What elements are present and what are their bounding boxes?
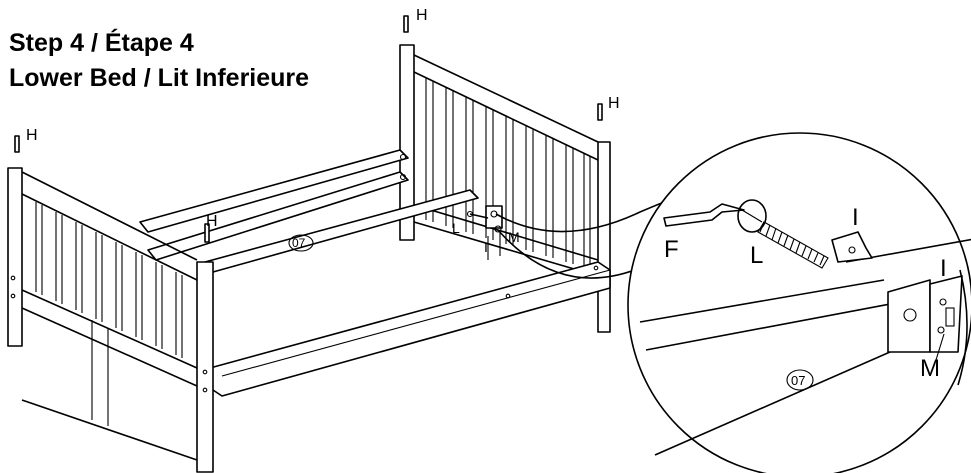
screw-h-icons <box>14 15 603 243</box>
detail-rail-number-circle <box>786 369 814 391</box>
label-h-headboard-right: H <box>608 95 620 112</box>
center-bracket <box>466 205 503 233</box>
m-pointer <box>935 333 945 361</box>
allen-key <box>663 203 745 227</box>
label-f: F <box>664 236 679 263</box>
label-l: L <box>750 242 763 269</box>
footboard <box>7 167 214 473</box>
label-h-footboard-right: H <box>206 213 218 230</box>
rail-number-circle <box>288 234 314 252</box>
bolt-thread <box>757 221 829 269</box>
label-i-plate: I <box>940 255 947 282</box>
leader-line-lower <box>497 229 641 279</box>
label-m: M <box>920 355 940 382</box>
label-i-bracket: I <box>852 204 859 231</box>
label-l-small: L <box>452 220 460 236</box>
step-title: Step 4 / Étape 4 <box>9 29 194 57</box>
label-m-small: M <box>508 229 520 245</box>
detail-magnifier <box>627 132 971 473</box>
label-detail-07: 07 <box>791 373 805 388</box>
label-h-footboard-left: H <box>26 127 38 144</box>
label-i-small: I <box>484 239 488 255</box>
label-rail-07: 07 <box>292 236 306 250</box>
step-subtitle: Lower Bed / Lit Inferieure <box>9 64 310 92</box>
label-h-headboard-left: H <box>416 7 428 24</box>
back-rails <box>139 149 409 261</box>
